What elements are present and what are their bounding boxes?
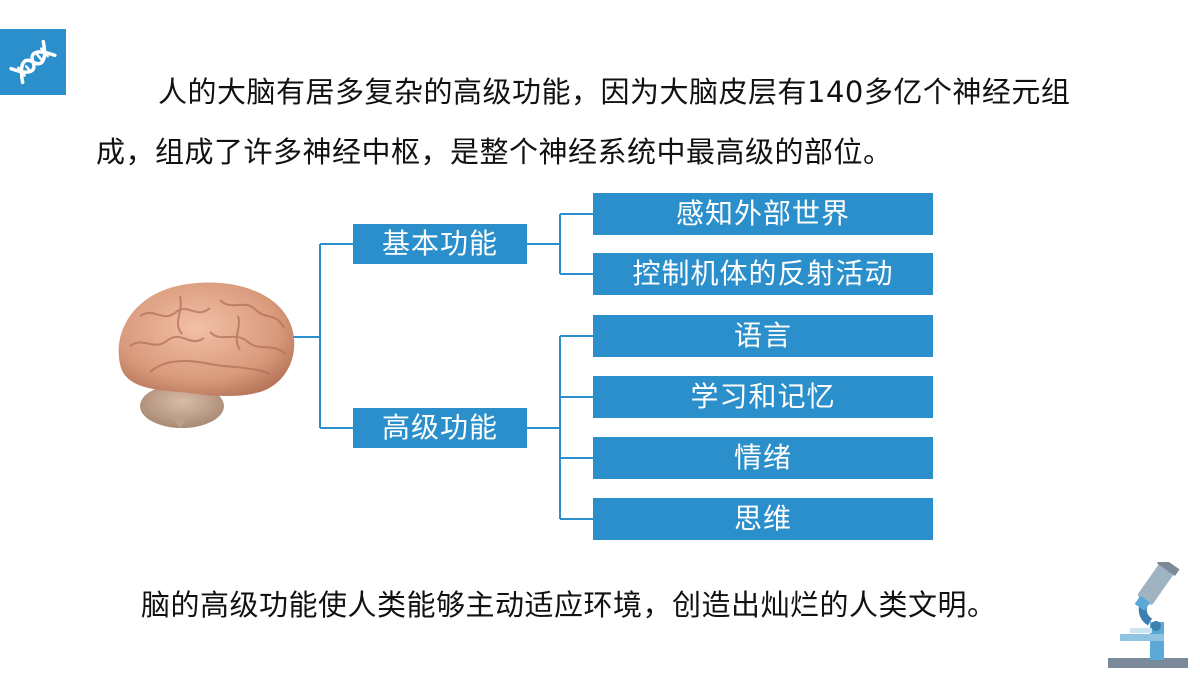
- leaf-thinking: 思维: [593, 498, 933, 540]
- brain-icon: [118, 282, 295, 428]
- branch-basic-functions: 基本功能: [353, 224, 527, 264]
- leaf-perceive-world: 感知外部世界: [593, 193, 933, 235]
- dna-badge: [0, 29, 66, 95]
- microscope-icon: [1108, 562, 1188, 668]
- leaf-emotion: 情绪: [593, 437, 933, 479]
- dna-icon: [9, 39, 57, 85]
- intro-paragraph: 人的大脑有居多复杂的高级功能，因为大脑皮层有140多亿个神经元组成，组成了许多神…: [96, 75, 1071, 169]
- outro-paragraph: 脑的高级功能使人类能够主动适应环境，创造出灿烂的人类文明。: [141, 588, 997, 622]
- leaf-learning-memory: 学习和记忆: [593, 376, 933, 418]
- branch-advanced-functions: 高级功能: [353, 408, 527, 448]
- leaf-language: 语言: [593, 315, 933, 357]
- leaf-control-reflex: 控制机体的反射活动: [593, 253, 933, 295]
